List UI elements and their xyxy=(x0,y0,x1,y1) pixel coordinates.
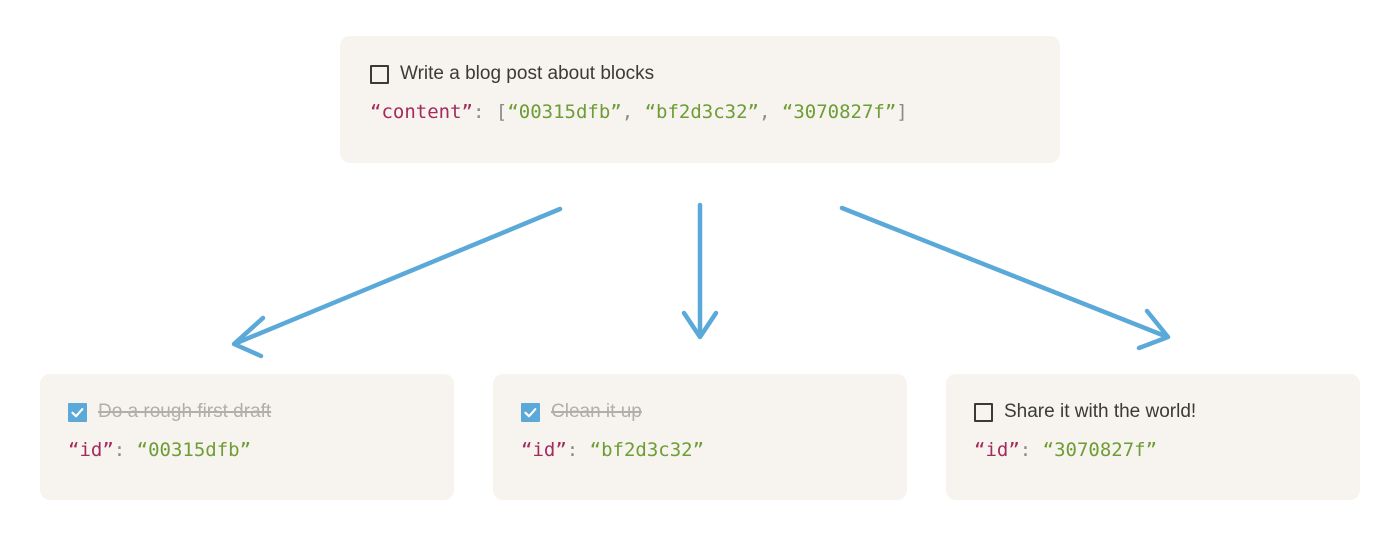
child-task-row-1[interactable]: Do a rough first draft xyxy=(68,400,426,424)
child-task-label-1: Do a rough first draft xyxy=(98,401,272,422)
json-array-value-2: “3070827f” xyxy=(781,101,897,123)
child-task-row-3[interactable]: Share it with the world! xyxy=(974,400,1332,424)
json-separator-0: , xyxy=(621,101,645,123)
json-array-value-1: “bf2d3c32” xyxy=(644,101,759,123)
child-json-line-2: “id”: “bf2d3c32” xyxy=(521,437,879,463)
child-block-card-1[interactable]: Do a rough first draft “id”: “00315dfb” xyxy=(40,374,454,500)
checkbox-empty-icon[interactable] xyxy=(974,402,993,422)
child-task-label-3: Share it with the world! xyxy=(1004,401,1197,422)
json-key: “id” xyxy=(68,439,114,461)
json-colon: : xyxy=(1019,439,1032,461)
root-task-row[interactable]: Write a blog post about blocks xyxy=(370,62,1030,86)
arrow-to-second-child xyxy=(681,202,719,340)
child-block-card-3[interactable]: Share it with the world! “id”: “3070827f… xyxy=(946,374,1360,500)
checkbox-empty-icon[interactable] xyxy=(370,64,389,84)
child-json-line-1: “id”: “00315dfb” xyxy=(68,437,426,463)
json-array-value-0: “00315dfb” xyxy=(507,101,622,123)
root-block-card[interactable]: Write a blog post about blocks “content”… xyxy=(340,36,1060,163)
child-task-row-2[interactable]: Clean it up xyxy=(521,400,879,424)
json-key: “id” xyxy=(521,439,567,461)
json-key: “content” xyxy=(370,101,473,123)
root-json-line: “content”: [“00315dfb”, “bf2d3c32”, “307… xyxy=(370,99,1030,125)
json-colon: : xyxy=(113,439,126,461)
json-open-bracket: [ xyxy=(495,101,508,123)
json-separator-1: , xyxy=(758,101,782,123)
child-json-line-3: “id”: “3070827f” xyxy=(974,437,1332,463)
json-value: “00315dfb” xyxy=(136,439,252,461)
arrow-to-third-child xyxy=(839,205,1171,351)
json-colon: : xyxy=(566,439,579,461)
root-task-label: Write a blog post about blocks xyxy=(400,63,655,84)
json-colon: : xyxy=(472,101,485,123)
json-close-bracket: ] xyxy=(896,101,908,123)
checkbox-checked-icon[interactable] xyxy=(521,402,540,422)
arrow-to-first-child xyxy=(231,206,563,359)
child-block-card-2[interactable]: Clean it up “id”: “bf2d3c32” xyxy=(493,374,907,500)
json-value: “3070827f” xyxy=(1042,439,1158,461)
child-task-label-2: Clean it up xyxy=(551,401,642,422)
json-key: “id” xyxy=(974,439,1020,461)
json-value: “bf2d3c32” xyxy=(589,439,705,461)
checkbox-checked-icon[interactable] xyxy=(68,402,87,422)
